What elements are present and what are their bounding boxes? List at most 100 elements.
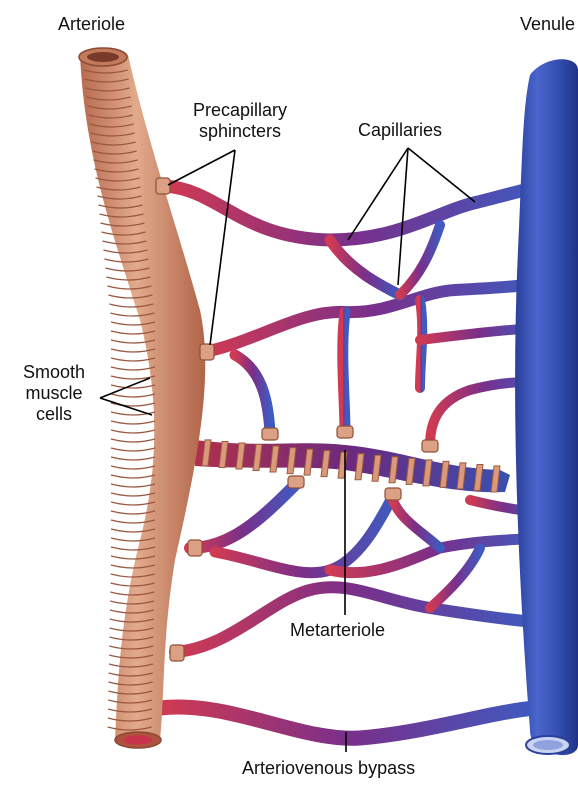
- smooth-muscle-band: [92, 150, 137, 155]
- smooth-muscle-band: [95, 177, 140, 182]
- capillaries-label: Capillaries: [358, 120, 443, 140]
- metarteriole-muscle-band: [218, 440, 229, 468]
- smooth-muscle-band: [110, 366, 156, 371]
- smooth-muscle-band: [110, 384, 156, 389]
- metarteriole-muscle-band: [201, 439, 212, 467]
- arteriovenous-bypass-label: Arteriovenous bypass: [242, 758, 416, 778]
- precapillary-sphincters: [155, 177, 439, 662]
- smooth-muscle-band: [90, 132, 135, 137]
- metarteriole-muscle-band: [303, 448, 314, 476]
- smooth-muscle-band: [110, 519, 156, 524]
- smooth-muscle-band: [110, 420, 156, 425]
- sphincter-8: [287, 475, 305, 489]
- smooth-muscle-band: [83, 69, 128, 74]
- sphincter-3: [187, 539, 203, 557]
- metarteriole-muscle-band: [490, 465, 501, 493]
- smooth-muscle-line-1: Smooth: [22, 362, 86, 382]
- smooth-muscle-band: [86, 96, 131, 101]
- smooth-muscle-band: [110, 312, 155, 317]
- smooth-muscle-band: [110, 330, 156, 335]
- smooth-muscle-band: [105, 267, 150, 272]
- smooth-muscle-band: [99, 213, 144, 218]
- smooth-muscle-band: [108, 672, 153, 677]
- smooth-muscle-band: [110, 348, 156, 353]
- capillary-network: [152, 179, 547, 746]
- metarteriole-muscle-band: [456, 462, 467, 490]
- smooth-muscle-cells-label: Smooth muscle cells: [14, 362, 94, 425]
- precapillary-sphincters-label: Precapillary sphincters: [170, 100, 310, 142]
- smooth-muscle-band: [102, 240, 147, 245]
- venule-label: Venule: [520, 14, 576, 34]
- smooth-muscle-band: [88, 114, 133, 119]
- smooth-muscle-band: [110, 483, 156, 488]
- smooth-muscle-band: [109, 303, 154, 308]
- sphincter-5: [261, 427, 279, 441]
- smooth-muscle-band: [108, 699, 153, 704]
- smooth-muscle-band: [96, 186, 141, 191]
- smooth-muscle-band: [110, 447, 156, 452]
- smooth-muscle-band: [110, 600, 155, 605]
- smooth-muscle-band: [110, 465, 156, 470]
- smooth-muscle-band: [109, 645, 154, 650]
- sphincter-4: [169, 644, 185, 662]
- smooth-muscle-band: [87, 105, 132, 110]
- capillary-mid-upper: [199, 278, 544, 358]
- smooth-muscle-band: [89, 123, 134, 128]
- smooth-muscle-band: [110, 456, 156, 461]
- smooth-muscle-band: [107, 717, 152, 722]
- metarteriole-muscle-band: [371, 454, 382, 482]
- smooth-muscle-band: [110, 591, 155, 596]
- metarteriole-muscle-band: [388, 456, 399, 484]
- metarteriole-label: Metarteriole: [290, 620, 386, 640]
- smooth-muscle-band: [91, 141, 136, 146]
- smooth-muscle-line-3: cells: [35, 404, 72, 424]
- smooth-muscle-band: [93, 159, 138, 164]
- smooth-muscle-band: [110, 411, 156, 416]
- smooth-muscle-band: [110, 375, 156, 380]
- smooth-muscle-band: [110, 537, 156, 542]
- smooth-muscle-band: [84, 78, 129, 83]
- smooth-muscle-band: [100, 222, 145, 227]
- metarteriole-muscle-band: [405, 457, 416, 485]
- sphincter-2: [199, 343, 215, 361]
- smooth-muscle-band: [109, 618, 154, 623]
- capillary-top: [158, 179, 547, 247]
- smooth-muscle-band: [109, 636, 154, 641]
- smooth-muscle-line-2: muscle: [25, 383, 83, 403]
- smooth-muscle-band: [110, 546, 156, 551]
- smooth-muscle-band: [110, 528, 156, 533]
- metarteriole-vessel: [195, 439, 510, 493]
- metarteriole-muscle-band: [235, 442, 246, 470]
- metarteriole-muscle-band: [269, 445, 280, 473]
- smooth-muscle-band: [109, 627, 154, 632]
- smooth-muscle-band: [110, 429, 156, 434]
- sphincter-7: [421, 439, 439, 453]
- smooth-muscle-band: [110, 555, 156, 560]
- sphincter-1: [155, 177, 171, 195]
- smooth-muscle-band: [97, 195, 142, 200]
- metarteriole-muscle-band: [320, 450, 331, 478]
- smooth-muscle-band: [107, 726, 152, 731]
- smooth-muscle-band: [108, 681, 153, 686]
- smooth-muscle-band: [110, 492, 156, 497]
- smooth-muscle-band: [108, 663, 154, 668]
- arteriovenous-bypass-vessel: [152, 699, 543, 746]
- venule: [515, 59, 578, 756]
- smooth-muscle-band: [110, 501, 156, 506]
- smooth-muscle-band: [104, 258, 149, 263]
- smooth-muscle-band: [85, 87, 130, 92]
- leader-lines: [99, 147, 476, 752]
- metarteriole-muscle-band: [473, 463, 484, 491]
- smooth-muscle-band: [110, 339, 156, 344]
- smooth-muscle-band: [110, 510, 156, 515]
- metarteriole-muscle-band: [286, 447, 297, 475]
- arteriole: [78, 47, 206, 749]
- capillary-lower: [184, 479, 301, 554]
- smooth-muscle-band: [108, 690, 153, 695]
- metarteriole-muscle-band: [252, 444, 263, 472]
- smooth-muscle-band: [110, 573, 155, 578]
- smooth-muscle-band: [110, 402, 156, 407]
- sphincter-9: [384, 487, 402, 501]
- arteriole-label: Arteriole: [58, 14, 126, 34]
